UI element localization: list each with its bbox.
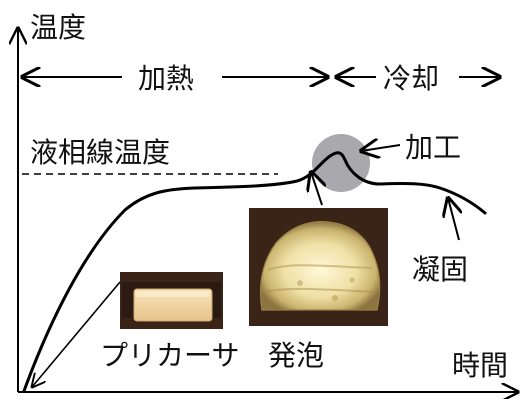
heating-label: 加熱 bbox=[138, 62, 194, 95]
precursor-arrow bbox=[32, 281, 121, 387]
processing-label: 加工 bbox=[405, 131, 461, 164]
processing-arrow bbox=[361, 145, 401, 151]
foaming-label: 発泡 bbox=[268, 339, 324, 372]
y-axis-label: 温度 bbox=[30, 11, 86, 44]
solidification-label: 凝固 bbox=[412, 253, 468, 286]
x-axis-label: 時間 bbox=[452, 349, 508, 382]
processing-highlight-circle bbox=[312, 134, 370, 192]
cooling-label: 冷却 bbox=[383, 62, 439, 95]
liquidus-label: 液相線温度 bbox=[30, 136, 170, 169]
foaming-arrow bbox=[311, 172, 322, 206]
axes bbox=[18, 28, 518, 392]
precursor-photo bbox=[120, 272, 223, 329]
foaming-photo bbox=[249, 208, 388, 326]
precursor-label: プリカーサ bbox=[100, 339, 239, 372]
solidification-arrow bbox=[448, 198, 459, 241]
